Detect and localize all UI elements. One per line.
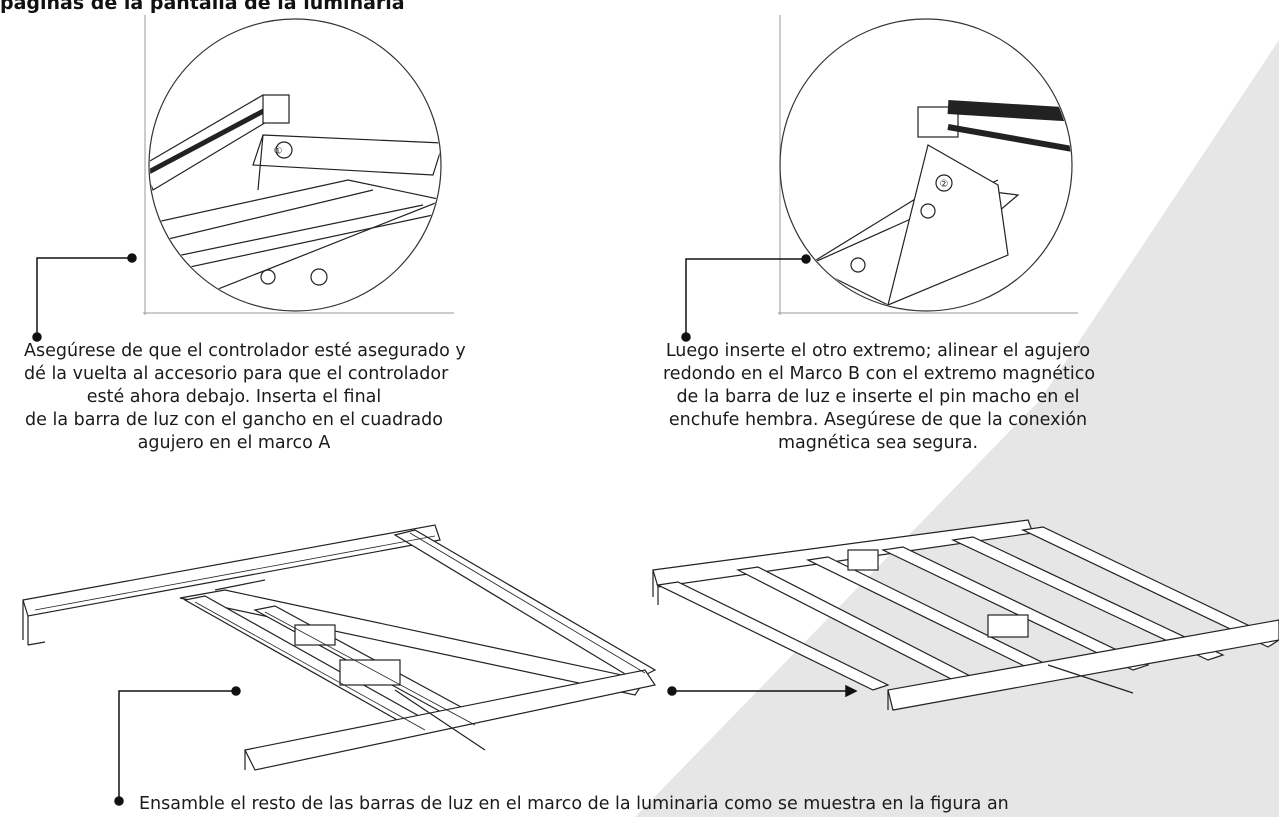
caption-right-line-1: Luego inserte el otro extremo; alinear e… <box>665 341 1091 361</box>
callout-number-2: ② <box>940 179 949 190</box>
caption-right-line-4: enchufe hembra. Asegúrese de que la cone… <box>668 410 1088 430</box>
caption-left-line-1: Asegúrese de que el controlador esté ase… <box>24 341 466 361</box>
callout-number-1: ① <box>274 146 283 157</box>
page-heading: paginas de la pantalla de la luminaria <box>0 0 405 14</box>
detail-image-left: ① <box>143 15 454 315</box>
caption-left-line-3: esté ahora debajo. Inserta el final <box>86 387 382 407</box>
caption-left: Asegúrese de que el controlador esté ase… <box>24 340 466 455</box>
caption-left-line-5: agujero en el marco A <box>137 433 331 453</box>
frame-illustration-right <box>652 519 1279 711</box>
caption-right-line-5: magnética sea segura. <box>777 433 979 453</box>
detail-image-right: ② <box>778 15 1078 315</box>
caption-right: Luego inserte el otro extremo; alinear e… <box>663 340 1096 455</box>
frame-illustration-left <box>22 524 657 771</box>
caption-left-line-4: de la barra de luz con el gancho en el c… <box>25 410 443 430</box>
caption-bottom: Ensamble el resto de las barras de luz e… <box>139 794 1009 814</box>
caption-right-line-3: de la barra de luz e inserte el pin mach… <box>676 387 1080 407</box>
caption-left-line-2: dé la vuelta al accesorio para que el co… <box>24 364 449 384</box>
caption-right-line-2: redondo en el Marco B con el extremo mag… <box>663 364 1096 384</box>
